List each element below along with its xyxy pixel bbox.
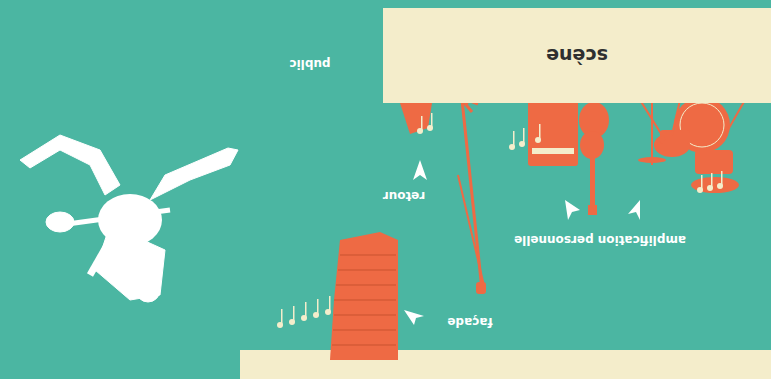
- stage-band: scène: [383, 8, 771, 103]
- amp-panel: [532, 148, 574, 154]
- music-notes: [277, 296, 331, 328]
- music-notes: [417, 113, 433, 134]
- guitar-amp: [528, 100, 578, 166]
- area-label: amplification personnelle: [514, 233, 686, 247]
- stage-edge-band: [240, 350, 771, 379]
- music-notes: [509, 124, 541, 150]
- guitarist-silhouette: [20, 135, 238, 302]
- electric-guitar: [579, 102, 609, 215]
- facade-speaker-stack: [330, 232, 398, 360]
- stage-label: scène: [546, 45, 608, 67]
- area-label: façade: [447, 315, 492, 329]
- drum-kit: [638, 97, 745, 193]
- area-label: public: [289, 57, 330, 71]
- area-label: retour: [383, 189, 426, 203]
- mic-stand: [450, 100, 485, 290]
- microphone: [476, 282, 486, 294]
- monitor-wedge: [400, 103, 432, 134]
- music-notes: [697, 171, 723, 193]
